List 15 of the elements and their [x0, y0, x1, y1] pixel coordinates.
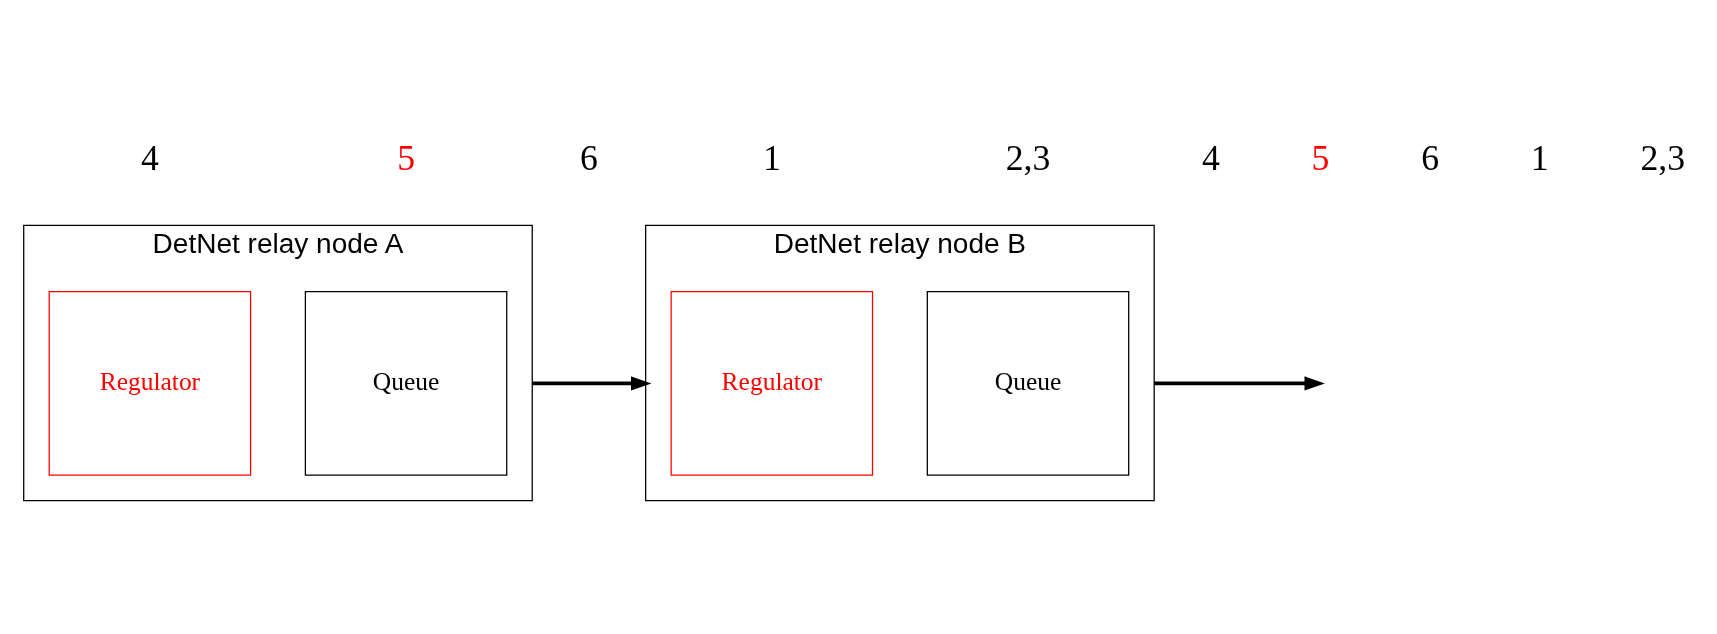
label: 6: [580, 137, 598, 178]
label: 5: [1311, 137, 1330, 178]
label: 4: [1201, 137, 1220, 178]
node-box: Queue: [304, 290, 508, 476]
label: 2,3: [1005, 137, 1051, 178]
label: 6: [1421, 137, 1440, 178]
node-box: Queue: [926, 290, 1130, 476]
label: 5: [397, 137, 415, 178]
label: 2,3: [1640, 137, 1685, 178]
node-box: Regulator: [48, 290, 252, 476]
arrow: [532, 375, 652, 391]
label: 4: [140, 137, 159, 178]
node-box: Regulator: [670, 290, 874, 476]
label: 1: [762, 137, 781, 178]
label: 1: [1530, 137, 1549, 178]
